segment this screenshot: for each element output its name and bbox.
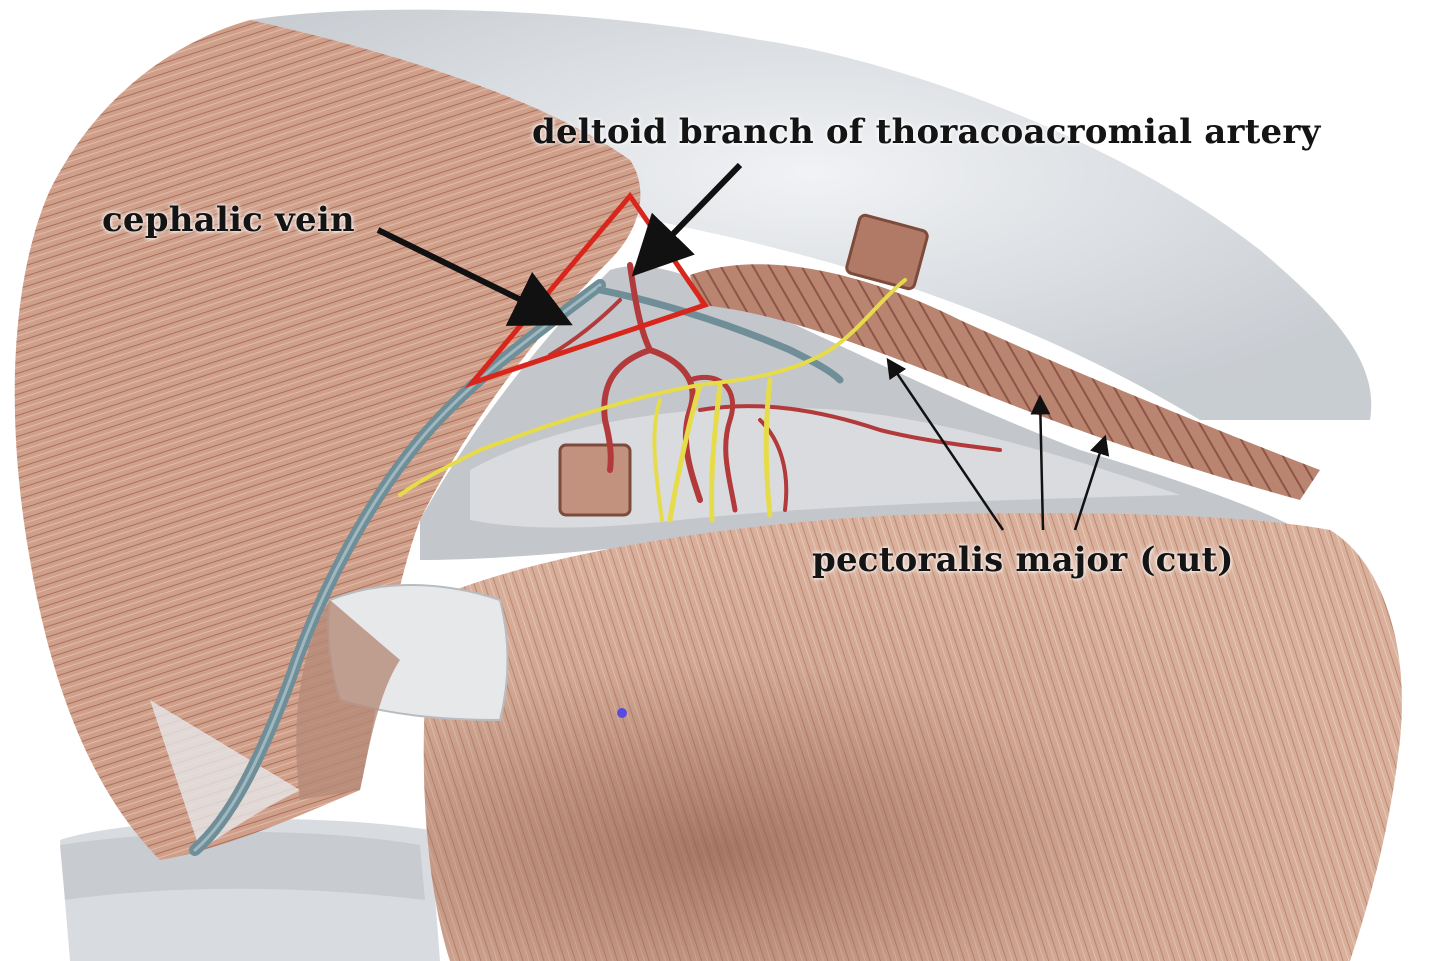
arrow-pectoralis-2 (1030, 394, 1051, 531)
marker-dot (617, 708, 627, 718)
deltoid-tendon (150, 700, 300, 850)
pectoralis-shadow (423, 513, 1402, 961)
clavipectoral-fascia (470, 407, 1180, 528)
biceps-region (296, 600, 400, 800)
cephalic-vein-highlight (193, 283, 602, 852)
arrow-pectoralis-1 (886, 357, 1005, 531)
pectoralis-cut-block-upper (845, 213, 929, 291)
arrow-pectoralis-3 (1073, 434, 1110, 531)
pectoralis-cut-block-lower (558, 443, 632, 517)
deltoid-muscle (14, 20, 641, 860)
arrow-deltoid-branch (631, 162, 743, 277)
label-pectoralis-major: pectoralis major (cut) (812, 540, 1234, 580)
pectoral-nerves (398, 278, 907, 523)
thoracoacromial-arteries (548, 262, 1002, 513)
pectoralis-cut-edge (690, 264, 1320, 500)
label-deltoid-branch: deltoid branch of thoracoacromial artery (532, 112, 1321, 152)
label-cephalic-vein: cephalic vein (102, 200, 355, 240)
arrow-cephalic-vein (376, 227, 573, 326)
